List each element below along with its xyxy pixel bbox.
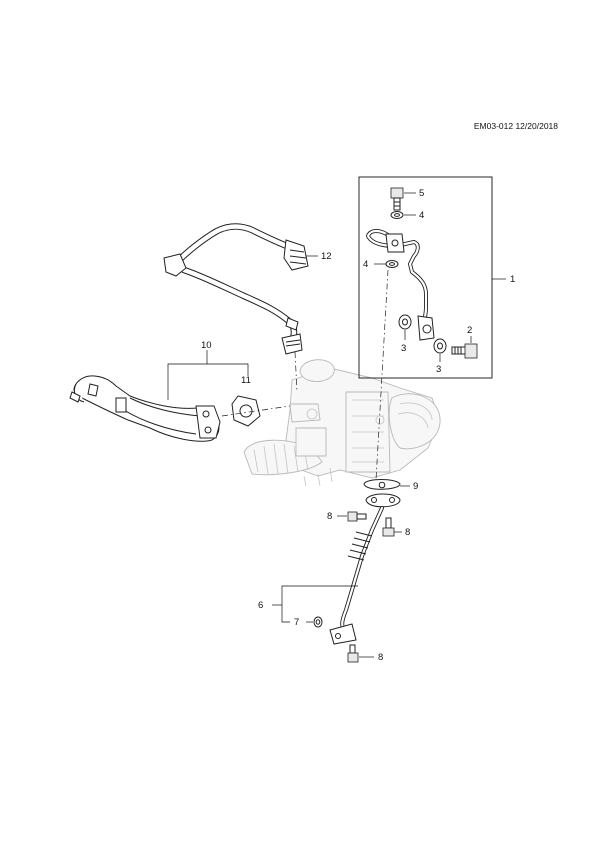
callout-3-right: 3 xyxy=(436,364,441,375)
bolt-8-right xyxy=(382,517,395,537)
oil-return-pipe xyxy=(329,493,401,645)
callout-6: 6 xyxy=(258,600,263,611)
callout-4-lower: 4 xyxy=(363,259,368,270)
breather-hose xyxy=(163,223,309,355)
diagram-code-date: EM03-012 12/20/2018 xyxy=(473,121,558,131)
callout-12: 12 xyxy=(321,251,332,262)
oil-feed-pipe xyxy=(366,229,435,341)
duct-gasket xyxy=(231,395,261,427)
callout-8-bottom: 8 xyxy=(378,652,383,663)
turbocharger-ghost xyxy=(243,359,441,487)
washer-3-left xyxy=(398,314,412,330)
seal-7 xyxy=(313,616,323,628)
callout-2: 2 xyxy=(467,325,472,336)
callout-11: 11 xyxy=(241,375,251,386)
callout-3-left: 3 xyxy=(401,343,406,354)
washer-4-upper xyxy=(390,211,404,219)
bolt-8-left xyxy=(347,511,367,522)
callout-10: 10 xyxy=(201,340,212,351)
callout-9: 9 xyxy=(413,481,418,492)
banjo-bolt-5 xyxy=(390,187,404,211)
callout-8-left: 8 xyxy=(327,511,332,522)
washer-3-right xyxy=(433,338,447,354)
kit-frame xyxy=(358,176,493,379)
callout-8-right: 8 xyxy=(405,527,410,538)
callout-5: 5 xyxy=(419,188,424,199)
callout-1: 1 xyxy=(510,274,515,285)
return-gasket-9 xyxy=(363,479,401,490)
washer-4-lower xyxy=(385,260,399,268)
intake-duct xyxy=(69,375,221,442)
bolt-8-bottom xyxy=(347,644,359,663)
callout-4-upper: 4 xyxy=(419,210,424,221)
banjo-bolt-2 xyxy=(451,343,478,359)
callout-7: 7 xyxy=(294,617,299,628)
